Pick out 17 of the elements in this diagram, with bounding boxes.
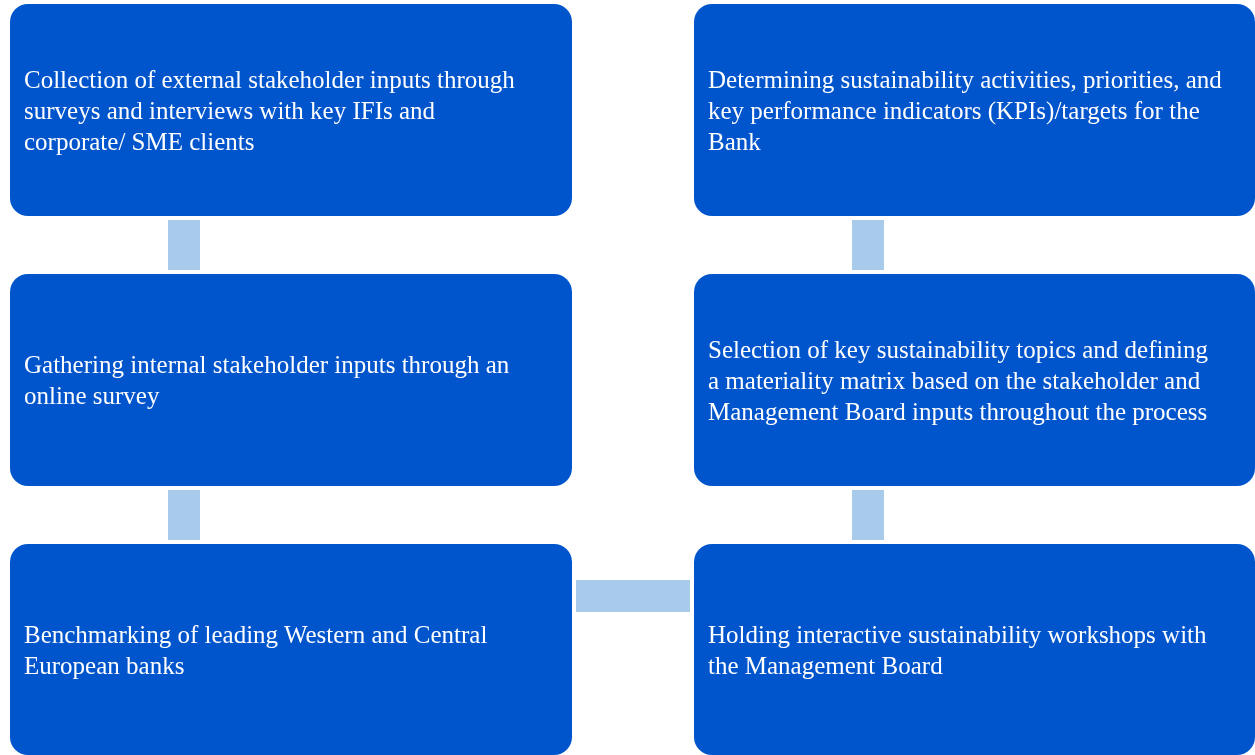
process-box [10,544,572,755]
process-box [10,274,572,486]
box-text: Gathering internal stakeholder inputs through an online survey [24,350,511,411]
connector-bar [168,490,200,540]
process-box [694,4,1255,216]
box-text: Determining sustainability activities, priorities, and key performance indicators (KPIs)/targets for the Bank [708,64,1223,157]
box-text: Collection of external stakeholder inputs through surveys and interviews with key IFIs and corporate/ SME clients [24,64,516,157]
process-box [694,544,1255,755]
process-box [10,4,572,216]
connector-bar [852,220,884,270]
box-text: Selection of key sustainability topics and defining a materiality matrix based on the stakeholder and Management Board inputs throughout the process [708,334,1209,427]
box-text: Benchmarking of leading Western and Central European banks [24,619,489,681]
process-box [694,274,1255,486]
box-text: Holding interactive sustainability workshops with the Management Board [708,619,1208,681]
connector-bar [168,220,200,270]
connector-bar [852,490,884,540]
connector-bar [576,580,690,612]
